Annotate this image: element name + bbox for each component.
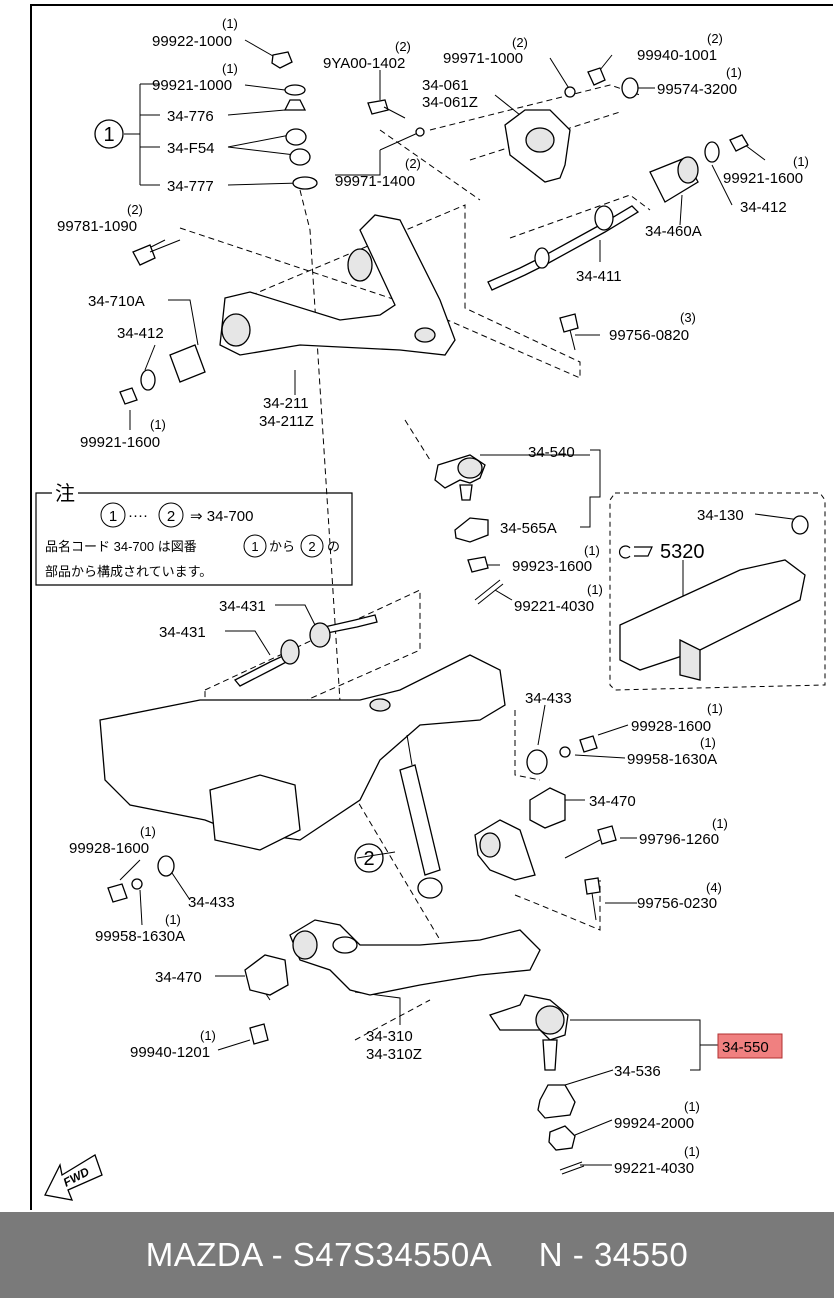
- qty-c32: (1): [707, 701, 723, 716]
- note-line2-b: から: [269, 539, 295, 554]
- part-label-c46: 99221-4030: [614, 1160, 694, 1177]
- part-label-c07: 99971-1000: [443, 50, 523, 67]
- note-line2-marker-1: 1: [251, 539, 258, 554]
- part-label-c36: 99928-1600: [69, 840, 149, 857]
- qty-c08: (2): [707, 31, 723, 46]
- note-line2-a: 品名コード 34-700 は図番: [45, 539, 197, 554]
- qty-c20: (3): [680, 310, 696, 325]
- part-label-c45: 99924-2000: [614, 1115, 694, 1132]
- part-label-c18: 34-710A: [88, 293, 145, 310]
- qty-c16: (2): [127, 202, 143, 217]
- footer-part-number: MAZDA - S47S34550A N - 34550: [145, 1236, 689, 1273]
- part-label-c23: 99921-1600: [80, 434, 160, 451]
- part-label-c35: 99796-1260: [639, 831, 719, 848]
- note-arrow-text: ⇒ 34-700: [190, 508, 253, 525]
- part-label-c38: 99958-1630A: [95, 928, 185, 945]
- qty-c35: (1): [712, 816, 728, 831]
- marker-2: 2: [363, 848, 374, 870]
- note-dots: ····: [128, 507, 148, 524]
- qty-c38: (1): [165, 912, 181, 927]
- part-label-c20: 99756-0820: [609, 327, 689, 344]
- reference-number: 5320: [660, 541, 705, 563]
- note-marker-2: 2: [167, 508, 175, 525]
- highlight-part-34-550[interactable]: 34-550: [717, 1033, 783, 1059]
- marker-1: 1: [103, 124, 114, 146]
- qty-c13: (1): [793, 154, 809, 169]
- parts-diagram: 1 2 (1) 99922-1000 (1) 99921-1000 34-776…: [35, 16, 826, 1201]
- highlight-part-label: 34-550: [722, 1039, 769, 1056]
- qty-c36: (1): [140, 824, 156, 839]
- reference-callout: 5320: [619, 541, 705, 563]
- part-label-c17: 34-411: [576, 268, 622, 285]
- qty-c39: (4): [706, 880, 722, 895]
- qty-c07: (2): [512, 35, 528, 50]
- part-label-c04: 34-F54: [167, 140, 215, 157]
- qty-c12: (2): [405, 156, 421, 171]
- part-label-c22: 34-211Z: [259, 413, 314, 430]
- part-label-c01: 99922-1000: [152, 33, 232, 50]
- part-label-c10: 34-061: [422, 77, 469, 94]
- qty-c33: (1): [700, 735, 716, 750]
- qty-c06: (2): [395, 39, 411, 54]
- note-line2-c: の: [327, 539, 340, 554]
- part-label-c05: 34-777: [167, 178, 214, 195]
- part-label-c08: 99940-1001: [637, 47, 717, 64]
- part-label-c37: 34-433: [188, 894, 235, 911]
- qty-c01: (1): [222, 16, 238, 31]
- part-label-c44: 34-536: [614, 1063, 661, 1080]
- qty-c41: (1): [200, 1028, 216, 1043]
- part-label-c25: 34-565A: [500, 520, 557, 537]
- part-label-c39: 99756-0230: [637, 895, 717, 912]
- part-label-c12: 99971-1400: [335, 173, 415, 190]
- part-label-c06: 9YA00-1402: [323, 55, 405, 72]
- part-label-c15: 34-460A: [645, 223, 702, 240]
- part-label-c33: 99958-1630A: [627, 751, 717, 768]
- footer-bar: MAZDA - S47S34550A N - 34550: [0, 1212, 834, 1298]
- marker-1-group: 1: [94, 119, 124, 149]
- leader-lines: [119, 39, 801, 1166]
- part-label-c29: 34-431: [219, 598, 266, 615]
- note-marker-1: 1: [109, 508, 117, 525]
- note-box: 注 1 ···· 2 ⇒ 34-700 品名コード 34-700 は図番 1 か…: [35, 482, 353, 586]
- part-label-c19: 34-412: [117, 325, 164, 342]
- part-label-c28: 34-130: [697, 507, 744, 524]
- qty-c27: (1): [587, 582, 603, 597]
- part-label-c02: 99921-1000: [152, 77, 232, 94]
- qty-c46: (1): [684, 1144, 700, 1159]
- qty-c23: (1): [150, 417, 166, 432]
- part-label-c09: 99574-3200: [657, 81, 737, 98]
- part-label-c16: 99781-1090: [57, 218, 137, 235]
- part-label-c14: 34-412: [740, 199, 787, 216]
- part-label-c11: 34-061Z: [422, 94, 478, 111]
- part-label-c30: 34-431: [159, 624, 206, 641]
- callout-labels: (1) 99922-1000 (1) 99921-1000 34-776 34-…: [57, 16, 809, 1177]
- note-title: 注: [55, 482, 75, 505]
- part-label-c40: 34-470: [155, 969, 202, 986]
- qty-c02: (1): [222, 61, 238, 76]
- part-label-c34: 34-470: [589, 793, 636, 810]
- part-label-c31: 34-433: [525, 690, 572, 707]
- note-line2-marker-2: 2: [308, 539, 315, 554]
- marker-2-group: 2: [354, 843, 384, 873]
- part-label-c26: 99923-1600: [512, 558, 592, 575]
- part-label-c27: 99221-4030: [514, 598, 594, 615]
- qty-c26: (1): [584, 543, 600, 558]
- part-label-c03: 34-776: [167, 108, 214, 125]
- part-label-c13: 99921-1600: [723, 170, 803, 187]
- part-label-c43: 34-310Z: [366, 1046, 422, 1063]
- part-label-c24: 34-540: [528, 444, 575, 461]
- part-label-c21: 34-211: [263, 395, 309, 412]
- part-label-c42: 34-310: [366, 1028, 413, 1045]
- part-label-c41: 99940-1201: [130, 1044, 210, 1061]
- qty-c09: (1): [726, 65, 742, 80]
- part-illustrations: [44, 51, 809, 1201]
- highlight-box: [717, 1033, 783, 1059]
- note-line3: 部品から構成されています。: [45, 564, 212, 579]
- qty-c45: (1): [684, 1099, 700, 1114]
- part-label-c32: 99928-1600: [631, 718, 711, 735]
